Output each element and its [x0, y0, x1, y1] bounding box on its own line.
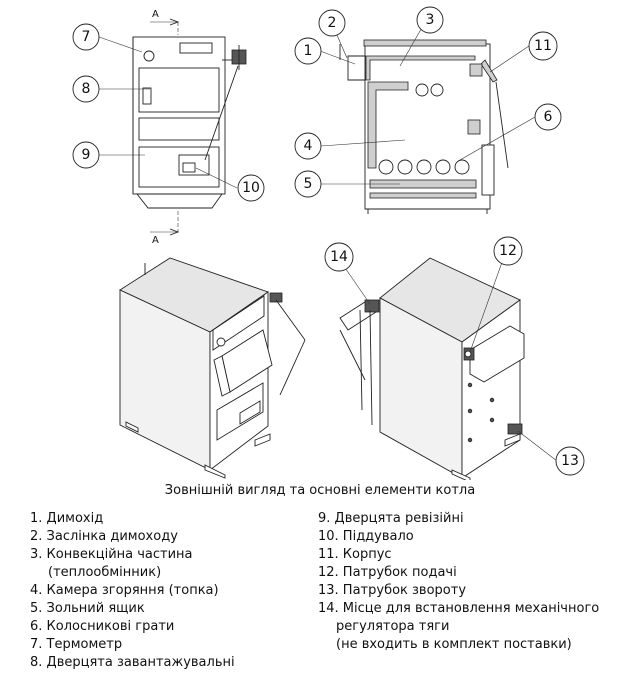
- svg-text:3: 3: [426, 12, 435, 28]
- svg-text:10: 10: [242, 180, 260, 196]
- legend-item-5: 5. Зольний ящик: [30, 601, 145, 616]
- legend-item-8: 8. Дверцята завантажувальні: [30, 655, 235, 670]
- callout-6: 6: [534, 103, 562, 131]
- legend-item-13: 13. Патрубок звороту: [318, 583, 467, 598]
- boiler-drawing: А А: [72, 6, 585, 480]
- callout-2: 2: [318, 9, 346, 37]
- svg-text:7: 7: [82, 29, 91, 45]
- section-mark-top: А: [152, 9, 159, 20]
- svg-text:12: 12: [499, 243, 517, 259]
- svg-text:11: 11: [534, 38, 552, 54]
- legend-item-2: 2. Заслінка димоходу: [30, 529, 178, 544]
- svg-text:1: 1: [304, 43, 313, 59]
- iso-view-back: [339, 257, 525, 480]
- svg-text:14: 14: [330, 249, 348, 265]
- callout-12: 12: [493, 236, 523, 266]
- leader-lines: [98, 23, 558, 462]
- legend-item-14: 14. Місце для встановлення механічного: [318, 601, 600, 616]
- callout-4: 4: [294, 132, 322, 160]
- svg-text:9: 9: [82, 147, 91, 163]
- svg-text:5: 5: [304, 176, 313, 192]
- svg-text:2: 2: [328, 15, 337, 31]
- callout-8: 8: [72, 75, 100, 103]
- svg-text:8: 8: [82, 81, 91, 97]
- legend-right: 9. Дверцята ревізійні 10. Піддувало 11. …: [318, 510, 599, 654]
- iso-view-front: [119, 257, 306, 479]
- legend-item-3: 3. Конвекційна частина: [30, 547, 193, 562]
- section-view: [339, 39, 509, 214]
- legend-item-11: 11. Корпус: [318, 547, 392, 562]
- callout-9: 9: [72, 141, 100, 169]
- callout-14: 14: [324, 242, 354, 272]
- callout-10: 10: [237, 174, 265, 202]
- callout-3: 3: [416, 6, 444, 34]
- svg-text:4: 4: [304, 138, 313, 154]
- legend-item-6: 6. Колосникові грати: [30, 619, 175, 634]
- figure-caption: Зовнішній вигляд та основні елементи кот…: [164, 483, 476, 498]
- callout-11: 11: [528, 31, 558, 61]
- legend-item-1: 1. Димохід: [30, 511, 104, 526]
- legend-item-9: 9. Дверцята ревізійні: [318, 511, 464, 526]
- svg-text:6: 6: [544, 109, 553, 125]
- section-mark-bottom: А: [152, 235, 159, 246]
- legend-item-7: 7. Термометр: [30, 637, 123, 652]
- front-view: А А: [132, 9, 247, 246]
- svg-text:13: 13: [561, 453, 579, 469]
- callout-13: 13: [555, 446, 585, 476]
- legend-item-14-note: (не входить в комплект поставки): [336, 637, 572, 652]
- legend-item-4: 4. Камера згоряння (топка): [30, 583, 219, 598]
- callout-5: 5: [294, 170, 322, 198]
- legend-item-10: 10. Піддувало: [318, 529, 414, 544]
- legend-item-3-cont: (теплообмінник): [48, 565, 162, 580]
- legend-item-14-cont: регулятора тяги: [336, 619, 450, 634]
- callout-7: 7: [72, 23, 100, 51]
- callout-1: 1: [294, 37, 322, 65]
- legend-left: 1. Димохід 2. Заслінка димоходу 3. Конве…: [30, 510, 235, 672]
- legend-item-12: 12. Патрубок подачі: [318, 565, 457, 580]
